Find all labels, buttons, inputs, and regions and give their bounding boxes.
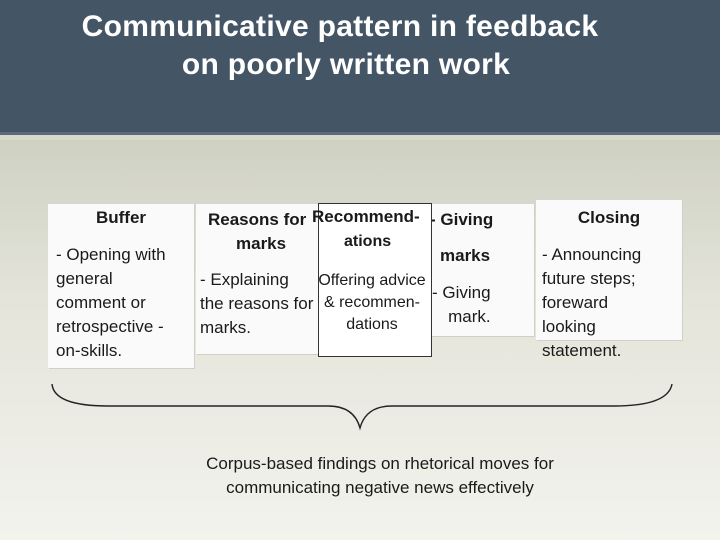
summary-caption: Corpus-based findings on rhetorical move… bbox=[150, 452, 610, 500]
reasons-heading-line-1: Reasons for bbox=[208, 210, 307, 229]
summary-line-1: Corpus-based findings on rhetorical move… bbox=[206, 454, 554, 473]
recommendations-heading-line-1: Recommend- bbox=[312, 207, 420, 226]
slide-title-line-1: Communicative pattern in feedback bbox=[81, 10, 599, 43]
closing-heading: Closing bbox=[577, 208, 641, 227]
closing-body: - Announcing future steps; foreward look… bbox=[542, 245, 642, 360]
recommendations-heading-line-2: ations bbox=[344, 233, 392, 250]
slide-title-line-2: on poorly written work bbox=[181, 48, 511, 81]
buffer-heading: Buffer bbox=[95, 208, 147, 227]
giving-heading-line-2: marks bbox=[440, 246, 491, 265]
title-banner: Communicative pattern in feedback on poo… bbox=[0, 0, 720, 132]
giving-body: - Giving mark. bbox=[432, 283, 491, 326]
summary-line-2: communicating negative news effectively bbox=[226, 478, 534, 497]
reasons-box bbox=[196, 204, 320, 354]
buffer-box bbox=[48, 204, 194, 368]
recommendations-box bbox=[318, 203, 432, 357]
slide-title: Communicative pattern in feedback on poo… bbox=[0, 8, 680, 84]
giving-box bbox=[426, 204, 534, 336]
reasons-heading-line-2: marks bbox=[236, 234, 287, 253]
closing-box bbox=[536, 200, 682, 340]
buffer-body: - Opening with general comment or retros… bbox=[56, 245, 166, 360]
giving-heading-line-1: - Giving bbox=[430, 210, 494, 229]
curly-brace bbox=[51, 383, 673, 431]
recommendations-body: Offering advice & recommen- dations bbox=[318, 272, 426, 333]
reasons-body: - Explaining the reasons for marks. bbox=[200, 270, 314, 337]
